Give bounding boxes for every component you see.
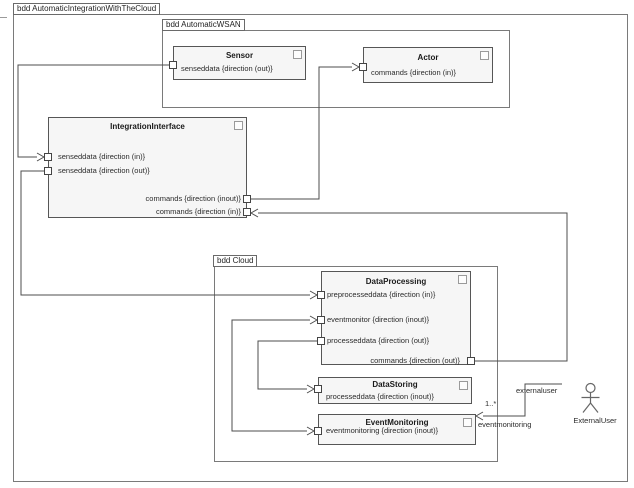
port-label-ii-commands-inout: commands {direction (inout)} bbox=[145, 194, 241, 203]
port-label-ii-senseddata-in: senseddata {direction (in)} bbox=[58, 152, 146, 161]
externaluser-label: ExternalUser bbox=[573, 416, 617, 425]
port-label-dp-processeddata: processeddata {direction (out)} bbox=[327, 336, 430, 345]
block-sensor-title: Sensor bbox=[225, 51, 254, 60]
block-integrationinterface-title: IntegrationInterface bbox=[110, 122, 185, 131]
frame-outer bbox=[13, 14, 628, 482]
port-ii-senseddata-in[interactable] bbox=[44, 153, 52, 161]
port-dp-commands[interactable] bbox=[467, 357, 475, 365]
port-label-dp-eventmonitor: eventmonitor {direction (inout)} bbox=[327, 315, 430, 324]
block-actor-title: Actor bbox=[417, 53, 439, 62]
port-em-eventmonitoring[interactable] bbox=[314, 427, 322, 435]
frame-tab-outer[interactable]: bdd AutomaticIntegrationWithTheCloud bbox=[13, 3, 161, 15]
block-icon bbox=[234, 121, 243, 130]
block-icon bbox=[463, 418, 472, 427]
block-icon bbox=[480, 51, 489, 60]
port-ds-processeddata[interactable] bbox=[314, 385, 322, 393]
externaluser-stick-figure[interactable] bbox=[577, 380, 605, 416]
port-label-dp-commands: commands {direction (out)} bbox=[370, 356, 460, 365]
port-ii-commands-in[interactable] bbox=[243, 208, 251, 216]
block-icon bbox=[459, 381, 468, 390]
frame-tab-automaticwsan[interactable]: bdd AutomaticWSAN bbox=[162, 19, 245, 31]
block-icon bbox=[458, 275, 467, 284]
port-dp-preprocesseddata[interactable] bbox=[317, 291, 325, 299]
port-label-actor-commands: commands {direction (in)} bbox=[371, 68, 457, 77]
block-actor[interactable]: Actor bbox=[363, 47, 493, 83]
port-label-ds-processeddata: processeddata {direction (inout)} bbox=[326, 392, 434, 401]
block-dataprocessing-title: DataProcessing bbox=[365, 277, 427, 286]
connector-label-externaluser: externaluser bbox=[516, 386, 558, 395]
connector-label-multiplicity: 1..* bbox=[485, 399, 497, 408]
frame-tab-cloud[interactable]: bdd Cloud bbox=[213, 255, 258, 267]
port-ii-senseddata-out[interactable] bbox=[44, 167, 52, 175]
port-label-em-eventmonitoring: eventmonitoring {direction (inout)} bbox=[326, 426, 439, 435]
canvas-clip-mark bbox=[0, 17, 7, 18]
port-label-sensor-senseddata: senseddata {direction (out)} bbox=[181, 64, 273, 73]
block-sensor[interactable]: Sensor bbox=[173, 46, 306, 80]
block-datastoring[interactable]: DataStoring bbox=[318, 377, 472, 404]
port-dp-eventmonitor[interactable] bbox=[317, 316, 325, 324]
port-label-dp-preprocesseddata: preprocesseddata {direction (in)} bbox=[327, 290, 436, 299]
block-eventmonitoring[interactable]: EventMonitoring bbox=[318, 414, 476, 445]
port-actor-commands[interactable] bbox=[359, 63, 367, 71]
block-icon bbox=[293, 50, 302, 59]
port-label-ii-senseddata-out: senseddata {direction (out)} bbox=[58, 166, 150, 175]
block-datastoring-title: DataStoring bbox=[372, 380, 418, 389]
port-label-ii-commands-in: commands {direction (in)} bbox=[155, 207, 241, 216]
port-ii-commands-inout[interactable] bbox=[243, 195, 251, 203]
port-dp-processeddata[interactable] bbox=[317, 337, 325, 345]
port-sensor-senseddata[interactable] bbox=[169, 61, 177, 69]
block-eventmonitoring-title: EventMonitoring bbox=[365, 418, 429, 427]
connector-label-eventmonitoring: eventmonitoring bbox=[478, 420, 532, 429]
